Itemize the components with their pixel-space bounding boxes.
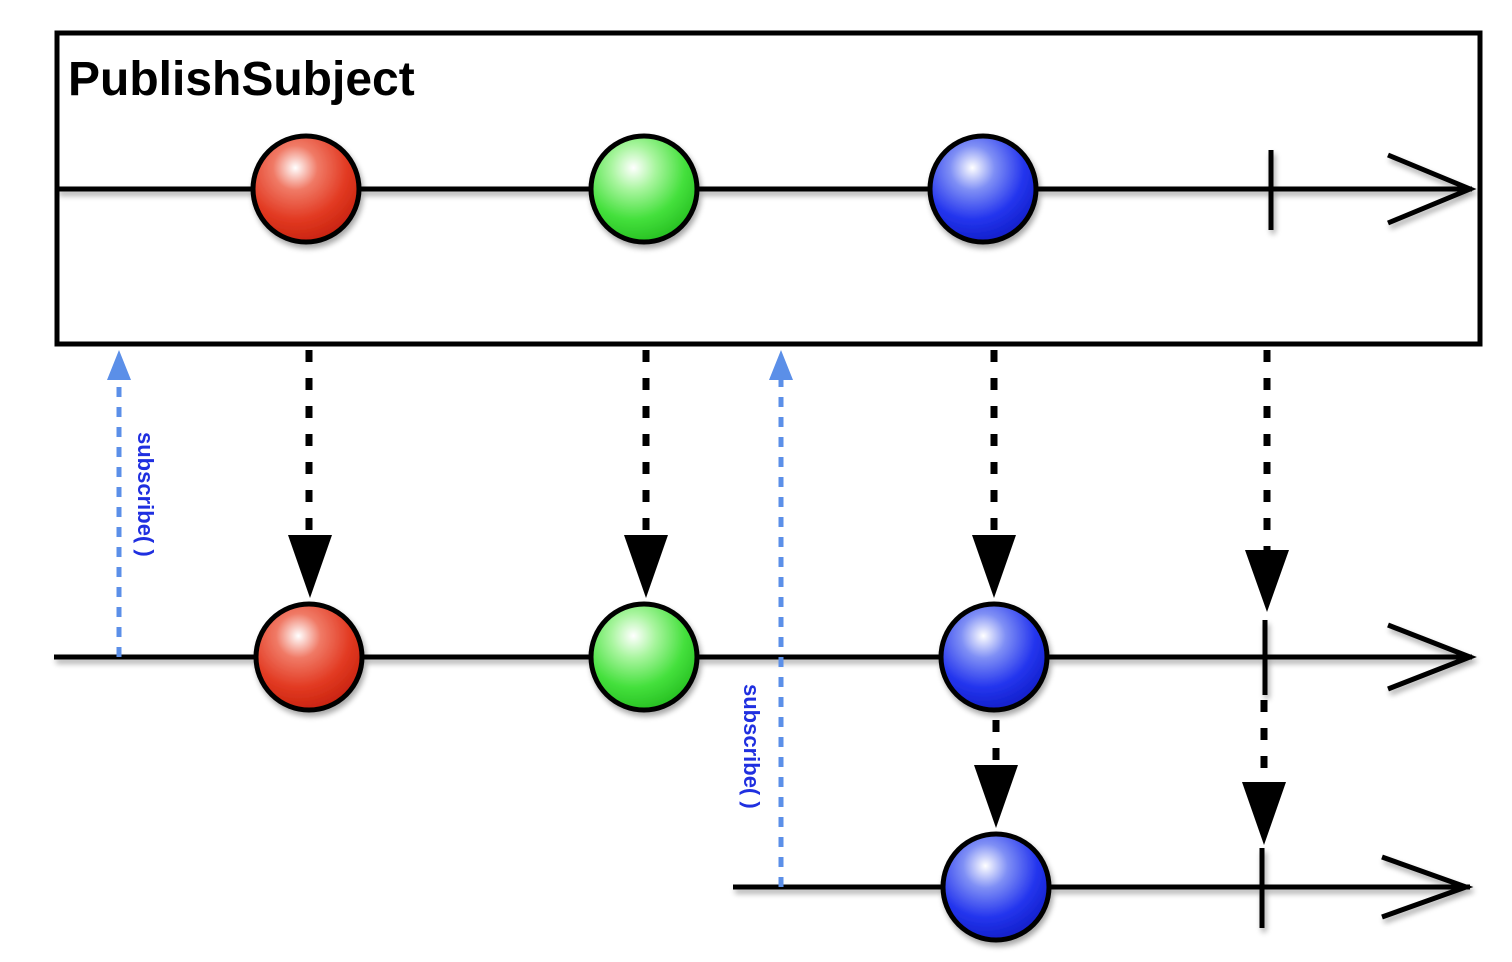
emission-arrows-subscriber-1: [288, 350, 1289, 612]
subscriber-1-timeline: [54, 601, 1477, 713]
source-red-marble: [250, 133, 362, 245]
emission-arrows-subscriber-2: [974, 700, 1286, 845]
subscriber-2-timeline: [733, 831, 1474, 943]
arrowhead-blue-2: [974, 765, 1018, 828]
diagram-title: PublishSubject: [68, 53, 415, 106]
source-timeline: [57, 133, 1477, 245]
subscriber-1-green-marble: [588, 601, 700, 713]
subscribe-arrow-1: [107, 350, 131, 657]
subscribe-label-2: subscribe( ): [739, 684, 764, 809]
source-green-marble: [588, 133, 700, 245]
subscriber-2-blue-marble: [940, 831, 1052, 943]
subscriber-1-red-marble: [253, 601, 365, 713]
subscribe-arrow-2: [769, 350, 793, 887]
arrowhead-green: [624, 535, 668, 598]
source-blue-marble: [927, 133, 1039, 245]
arrowhead-blue: [972, 535, 1016, 598]
subscriber-1-blue-marble: [938, 601, 1050, 713]
arrowhead-complete: [1245, 550, 1289, 612]
arrowhead-red: [288, 535, 332, 598]
subscribe-label-1: subscribe( ): [133, 432, 158, 557]
arrowhead-complete-2: [1242, 782, 1286, 845]
